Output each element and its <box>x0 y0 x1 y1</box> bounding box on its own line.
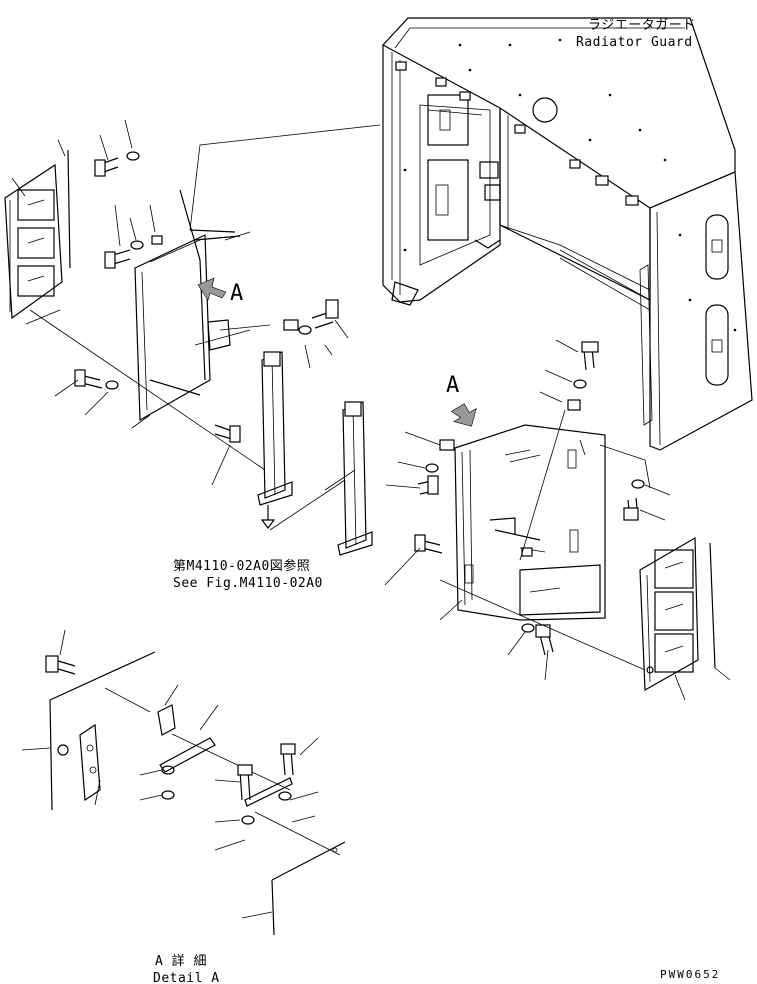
right-side-cover <box>439 536 731 701</box>
radiator-guard-en-label: Radiator Guard <box>576 35 693 50</box>
detail-a-en-label: Detail A <box>153 971 220 984</box>
see-fig-en-label: See Fig.M4110-02A0 <box>173 576 323 591</box>
right-inner-panel <box>439 403 651 621</box>
left-side-cover <box>4 139 71 325</box>
support-pillar-left <box>257 351 293 529</box>
leader-to-guard <box>189 124 381 231</box>
detail-a-view <box>21 629 346 936</box>
fasteners-left <box>54 299 349 486</box>
view-a-marker-right: A <box>446 373 459 398</box>
view-a-marker-left: A <box>230 281 243 306</box>
fasteners-right <box>384 339 671 681</box>
support-pillar-right <box>337 401 373 556</box>
radiator-guard <box>382 17 753 451</box>
detail-a-jp-label: A 詳 細 <box>155 953 207 969</box>
left-inner-panel <box>94 119 251 429</box>
drawing-code: PWW0652 <box>660 968 720 981</box>
see-fig-jp-label: 第M4110-02A0図参照 <box>173 558 310 574</box>
radiator-guard-jp-label: ラジエータガード <box>588 18 696 33</box>
leader-lines-center <box>29 309 356 531</box>
